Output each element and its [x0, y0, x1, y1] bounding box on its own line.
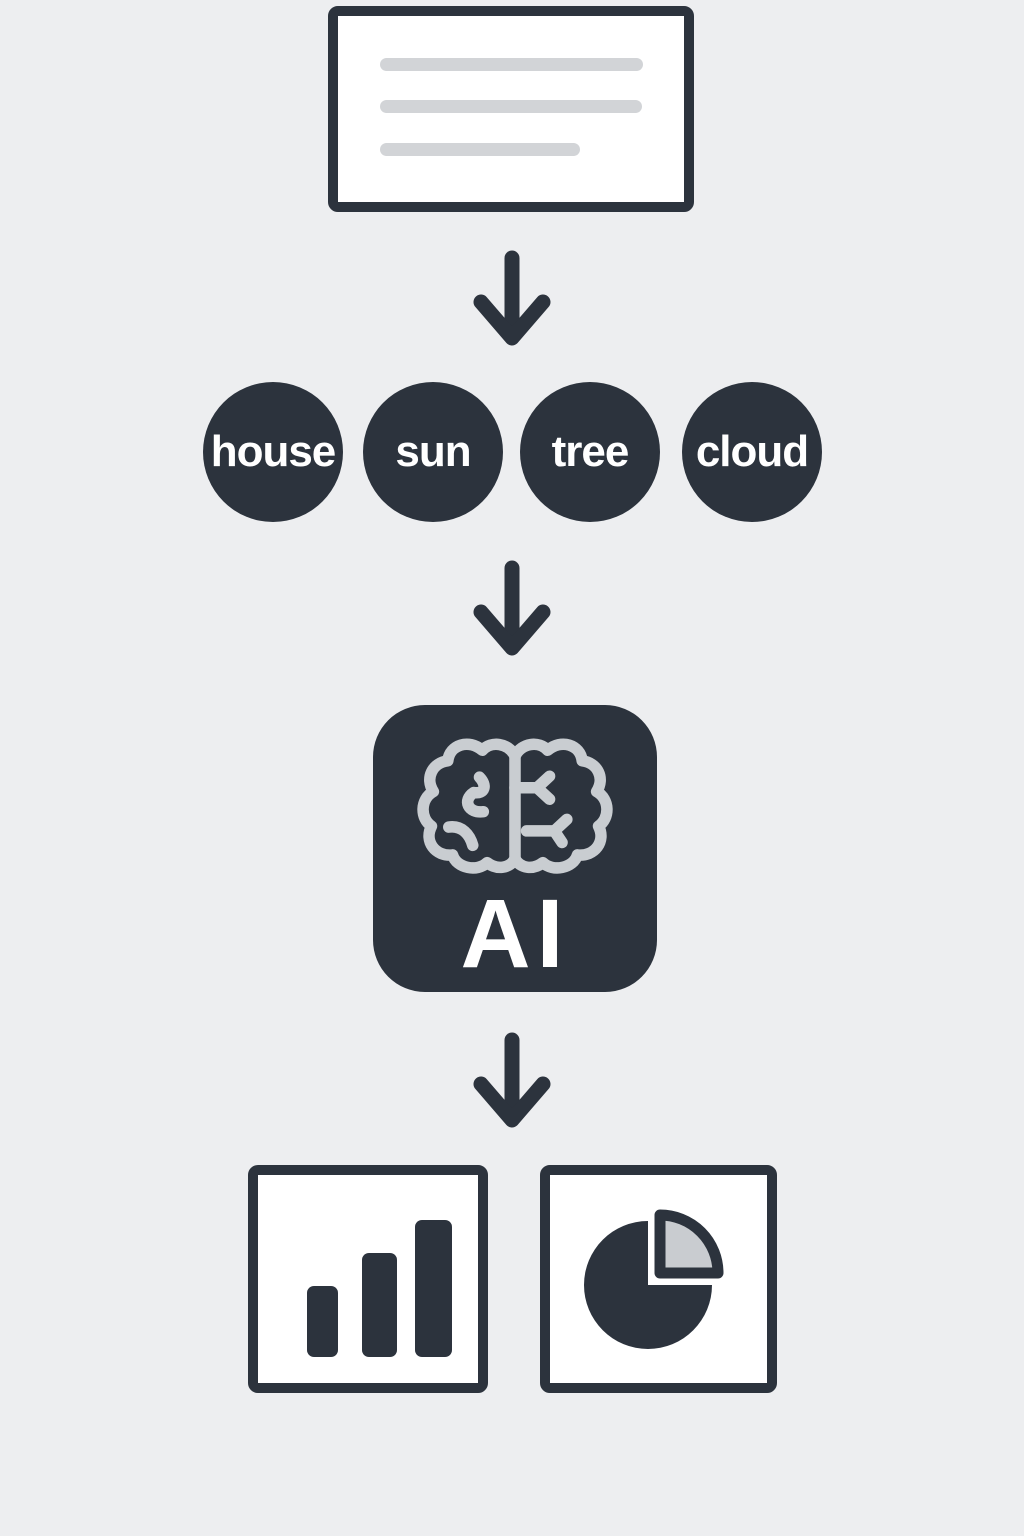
word-circle-tree: tree: [520, 382, 660, 522]
word-circle-house: house: [203, 382, 343, 522]
ai-model-box: AI: [373, 705, 657, 992]
document-text-line: [380, 100, 642, 113]
bar-chart-icon: [307, 1220, 452, 1357]
document-text-line: [380, 58, 643, 71]
input-document-card: [328, 6, 694, 212]
brain-icon: [417, 738, 613, 874]
output-pie-chart-box: [540, 1165, 777, 1393]
pie-chart-icon: [584, 1209, 724, 1349]
word-label: cloud: [695, 427, 809, 476]
word-circle-sun: sun: [363, 382, 503, 522]
word-circle-cloud: cloud: [682, 382, 822, 522]
output-bar-chart-box: [248, 1165, 488, 1393]
document-text-line: [380, 143, 580, 156]
arrow-down-icon: [473, 560, 551, 656]
arrow-down-icon: [473, 250, 551, 346]
word-label: tree: [551, 427, 630, 476]
word-label: house: [210, 427, 337, 476]
arrow-down-icon: [473, 1032, 551, 1128]
word-label: sun: [395, 427, 471, 476]
ai-label: AI: [460, 879, 570, 988]
